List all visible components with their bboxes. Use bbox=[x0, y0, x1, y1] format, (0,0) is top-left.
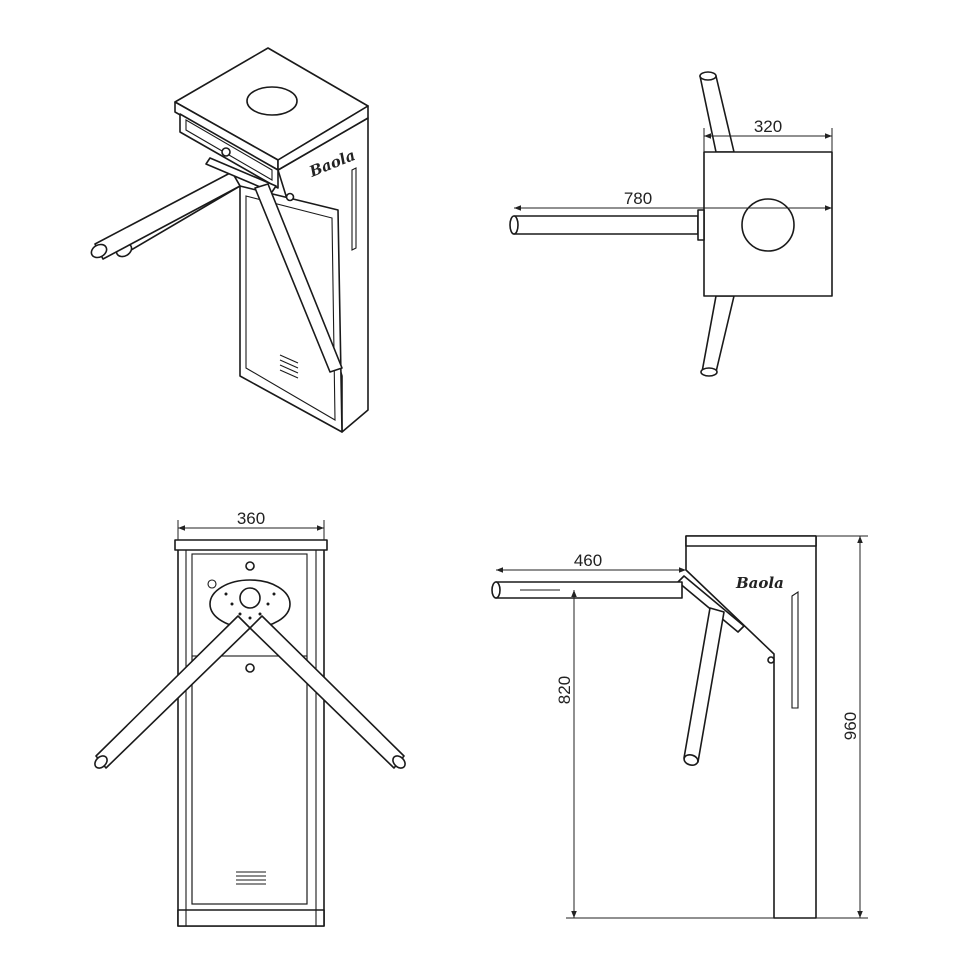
brand-logo-side: Baola bbox=[735, 574, 784, 592]
reader-circle-top bbox=[741, 198, 795, 252]
vent-grille bbox=[279, 354, 299, 379]
dim-side-arm-height: 820 bbox=[555, 676, 574, 704]
dim-side-arm: 460 bbox=[574, 551, 602, 570]
vent-grille-front bbox=[236, 871, 266, 885]
side-view: Baola 460 820 960 bbox=[491, 535, 868, 919]
reader-circle bbox=[246, 86, 298, 116]
top-view: 320 780 bbox=[509, 71, 833, 377]
dim-top-arm: 780 bbox=[624, 189, 652, 208]
dim-total-height: 960 bbox=[841, 712, 860, 740]
front-view: 360 bbox=[94, 509, 406, 927]
dim-top-width: 320 bbox=[754, 117, 782, 136]
dim-front-width: 360 bbox=[237, 509, 265, 528]
isometric-view: Baola bbox=[90, 47, 369, 433]
